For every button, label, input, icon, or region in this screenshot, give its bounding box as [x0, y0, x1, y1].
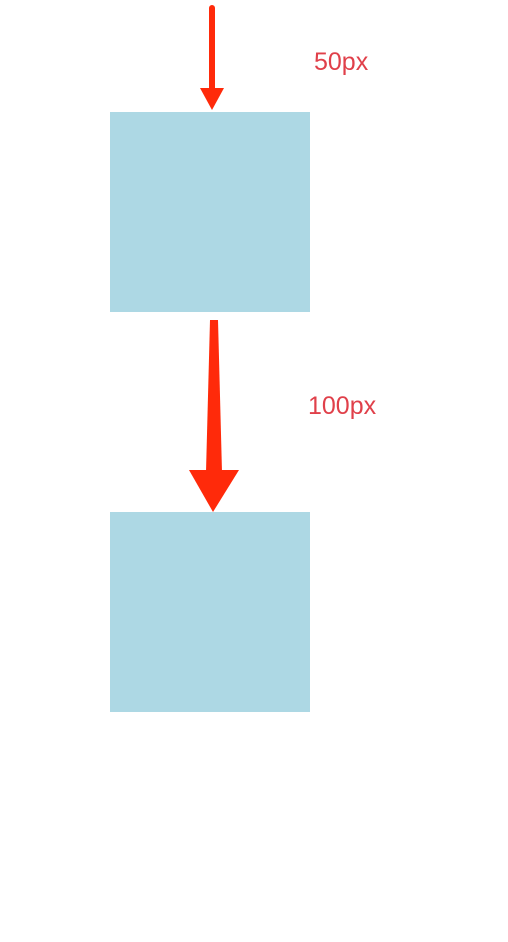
bottom-box — [110, 512, 310, 712]
top-arrow-icon — [200, 5, 224, 110]
bottom-gap-label: 100px — [308, 392, 377, 420]
top-gap-label: 50px — [314, 48, 369, 76]
bottom-arrow-icon — [189, 320, 239, 512]
top-box — [110, 112, 310, 312]
